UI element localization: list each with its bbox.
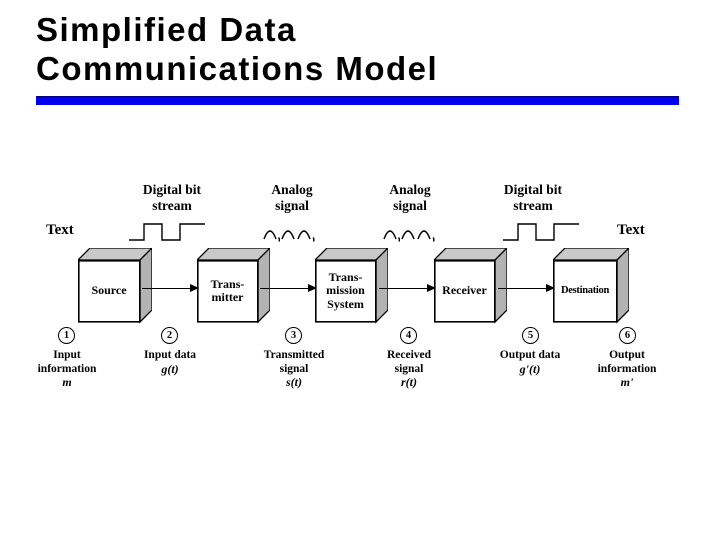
step-caption-received-signal: Received signal r(t) bbox=[367, 349, 451, 390]
signal-label-analog-signal-2: Analog signal bbox=[389, 182, 431, 213]
step-variable: g'(t) bbox=[519, 361, 541, 376]
step-caption-transmitted-signal: Transmitted signal s(t) bbox=[252, 349, 336, 390]
slide-title: Simplified Data Communications Model bbox=[36, 11, 439, 87]
signal-label-digital-bit-stream-2: Digital bit stream bbox=[503, 182, 563, 213]
step-number-1: 1 bbox=[58, 327, 75, 344]
step-number-3: 3 bbox=[285, 327, 302, 344]
step-variable: g(t) bbox=[161, 361, 179, 376]
step-caption-text: Output information bbox=[597, 349, 657, 375]
step-variable: m' bbox=[620, 375, 634, 389]
signal-label-analog-signal-1: Analog signal bbox=[271, 182, 313, 213]
step-number-5: 5 bbox=[522, 327, 539, 344]
step-variable: r(t) bbox=[401, 375, 417, 389]
text-label-left: Text bbox=[46, 222, 74, 238]
step-number-6: 6 bbox=[619, 327, 636, 344]
box-label-destination: Destination bbox=[560, 285, 610, 297]
step-variable: s(t) bbox=[286, 375, 302, 389]
square-wave-icon-1 bbox=[129, 223, 205, 241]
flow-arrow-transmitter-to-transmission-system bbox=[260, 283, 317, 292]
text-label-right: Text bbox=[617, 222, 645, 238]
step-caption-input-information: Input information m bbox=[25, 349, 109, 390]
box-label-receiver: Receiver bbox=[442, 283, 487, 298]
step-caption-text: Input data bbox=[143, 349, 197, 361]
box-destination: Destination bbox=[553, 248, 629, 324]
square-wave-icon-2 bbox=[503, 223, 579, 241]
step-caption-text: Transmitted signal bbox=[263, 349, 325, 375]
sine-wave-icon-2 bbox=[383, 230, 435, 242]
step-caption-input-data: Input data g(t) bbox=[128, 349, 212, 376]
step-caption-text: Received signal bbox=[386, 349, 432, 375]
step-number-2: 2 bbox=[161, 327, 178, 344]
box-transmission-system: Trans- mission System bbox=[315, 248, 389, 324]
flow-arrow-source-to-transmitter bbox=[142, 283, 199, 292]
step-caption-output-information: Output information m' bbox=[585, 349, 669, 390]
step-caption-output-data: Output data g'(t) bbox=[488, 349, 572, 376]
data-communications-diagram: Digital bit stream Analog signal Analog … bbox=[0, 170, 720, 410]
box-transmitter: Trans- mitter bbox=[197, 248, 271, 324]
title-underline bbox=[36, 96, 679, 105]
step-caption-text: Output data bbox=[499, 349, 561, 361]
flow-arrow-receiver-to-destination bbox=[498, 283, 555, 292]
signal-label-digital-bit-stream-1: Digital bit stream bbox=[142, 182, 202, 213]
step-variable: m bbox=[62, 375, 72, 389]
sine-wave-icon-1 bbox=[263, 230, 315, 242]
flow-arrow-transmission-system-to-receiver bbox=[379, 283, 436, 292]
box-source: Source bbox=[78, 248, 152, 324]
box-label-transmitter: Trans- mitter bbox=[210, 276, 245, 304]
box-label-transmission-system: Trans- mission System bbox=[326, 269, 365, 311]
step-caption-text: Input information bbox=[37, 349, 97, 375]
box-receiver: Receiver bbox=[434, 248, 508, 324]
step-number-4: 4 bbox=[400, 327, 417, 344]
box-label-source: Source bbox=[91, 283, 127, 298]
